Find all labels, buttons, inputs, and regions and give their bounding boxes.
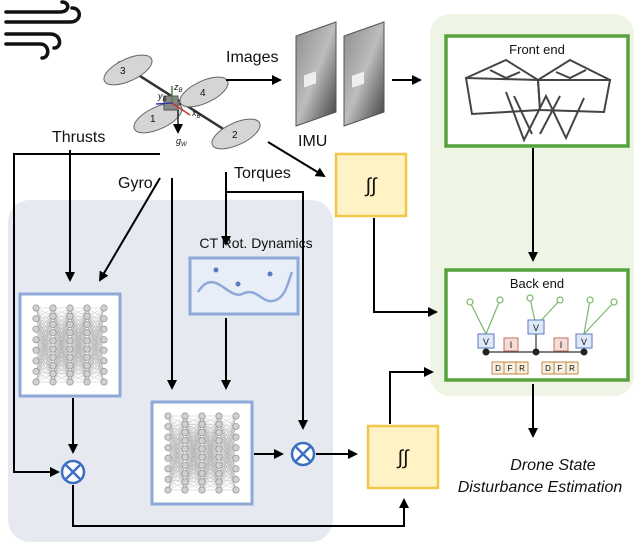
axis-xb-label: xB <box>191 108 201 120</box>
factor-i-2: I <box>560 340 563 350</box>
gyro-to-network-arrow <box>98 177 161 282</box>
drone-icon: 3 4 1 2 zB yB xB gW <box>103 54 261 150</box>
factor-v-2: V <box>533 323 539 333</box>
axis-yb-label: yB <box>157 91 167 103</box>
thrust-network-sketch <box>32 304 108 386</box>
rotor-number-1: 1 <box>150 114 156 125</box>
back-end-label: Back end <box>510 276 564 291</box>
integrator-top-symbol: ∫∫ <box>365 175 378 197</box>
factor-r-1: R <box>519 364 525 373</box>
front-end-box <box>444 34 630 148</box>
output-disturbance-estimation: Disturbance Estimation <box>458 479 623 496</box>
factor-d-1: D <box>495 364 501 373</box>
ct-dynamics-curve <box>196 267 294 303</box>
images-label: Images <box>226 49 278 66</box>
ct-dynamics-label: CT Rot. Dynamics <box>199 235 312 251</box>
integrator-top <box>334 152 408 218</box>
ct-dynamics-box <box>188 256 300 316</box>
factor-i-1: I <box>510 340 513 350</box>
axis-zb-label: zB <box>173 82 183 94</box>
thrusts-bypass-line <box>13 153 160 477</box>
factor-graph: V V V I I D F R D F R <box>466 294 618 375</box>
integrator-bottom-symbol: ∫∫ <box>397 447 410 469</box>
factor-d-2: D <box>545 364 551 373</box>
gyro-label: Gyro <box>118 175 153 192</box>
multiply-node-right <box>290 441 316 467</box>
output-drone-state: Drone State <box>510 457 595 474</box>
torques-label: Torques <box>234 165 291 182</box>
factor-v-1: V <box>483 337 489 347</box>
front-end-network-sketch <box>464 58 612 143</box>
factor-v-3: V <box>581 337 587 347</box>
rotor-number-2: 2 <box>232 130 238 141</box>
drone-to-integrator-arrow <box>267 141 326 178</box>
factor-r-2: R <box>569 364 575 373</box>
factor-f-1: F <box>508 364 513 373</box>
factor-f-2: F <box>558 364 563 373</box>
thrusts-label: Thrusts <box>52 129 105 146</box>
multiply-left-to-integrator-arrow <box>72 485 409 527</box>
axis-gw-label: gW <box>176 136 188 148</box>
integrator-to-backend-bottom-arrow <box>389 367 434 424</box>
rotor-number-4: 4 <box>200 88 206 99</box>
imu-label: IMU <box>298 133 327 150</box>
front-end-label: Front end <box>509 42 565 57</box>
dynamics-network-sketch <box>164 412 240 494</box>
torques-to-multiply-arrow <box>226 191 308 430</box>
rotor-number-3: 3 <box>120 66 126 77</box>
multiply-node-left <box>60 459 86 485</box>
camera-images <box>295 21 385 127</box>
wind-icon <box>4 0 81 60</box>
integrator-to-backend-arrow <box>373 218 438 317</box>
integrator-bottom <box>366 424 440 490</box>
